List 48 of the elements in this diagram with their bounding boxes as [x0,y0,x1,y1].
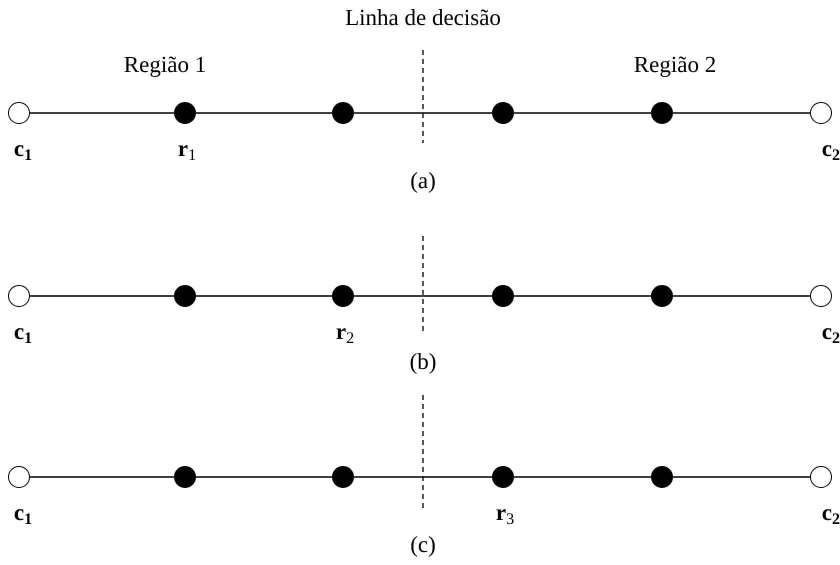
connector-line [354,295,492,297]
open-circle [8,102,30,124]
open-circle [810,102,832,124]
centroid-label: c$_{1}$ [14,501,32,528]
filled-circle [332,466,354,488]
centroid-label: c$_{1}$ [14,320,32,348]
open-circle [810,466,832,488]
filled-circle [651,466,673,488]
connector-line [514,112,651,114]
centroid-label: c$_{1}$ [14,137,32,164]
filled-circle [174,102,196,124]
filled-circle [492,285,514,307]
connector-line [354,112,492,114]
filled-circle [332,285,354,307]
filled-circle [651,102,673,124]
open-circle [810,285,832,307]
decision-line-label: Linha de decisão [345,6,501,29]
connector-line [673,112,810,114]
connector-line [354,476,492,478]
filled-circle [492,102,514,124]
filled-circle [492,466,514,488]
connector-line [673,476,810,478]
filled-circle [651,285,673,307]
connector-line [196,112,332,114]
centroid-label: c$_{2}$ [822,501,840,528]
panel-label: (b) [410,350,436,373]
region-label: Região 1 [124,53,206,76]
connector-line [196,295,332,297]
point-label: r$_{2}$ [336,320,354,348]
connector-line [30,295,174,297]
connector-line [673,295,810,297]
connector-line [30,112,174,114]
point-label: r$_{3}$ [496,501,514,528]
region-label: Região 2 [634,53,716,76]
centroid-label: c$_{2}$ [822,320,840,348]
point-label: r$_{1}$ [178,137,196,164]
connector-line [514,295,651,297]
open-circle [8,285,30,307]
filled-circle [174,285,196,307]
open-circle [8,466,30,488]
centroid-label: c$_{2}$ [822,137,840,164]
filled-circle [174,466,196,488]
panel-label: (a) [410,169,436,192]
panel-label: (c) [410,533,436,556]
filled-circle [332,102,354,124]
connector-line [30,476,174,478]
connector-line [196,476,332,478]
connector-line [514,476,651,478]
